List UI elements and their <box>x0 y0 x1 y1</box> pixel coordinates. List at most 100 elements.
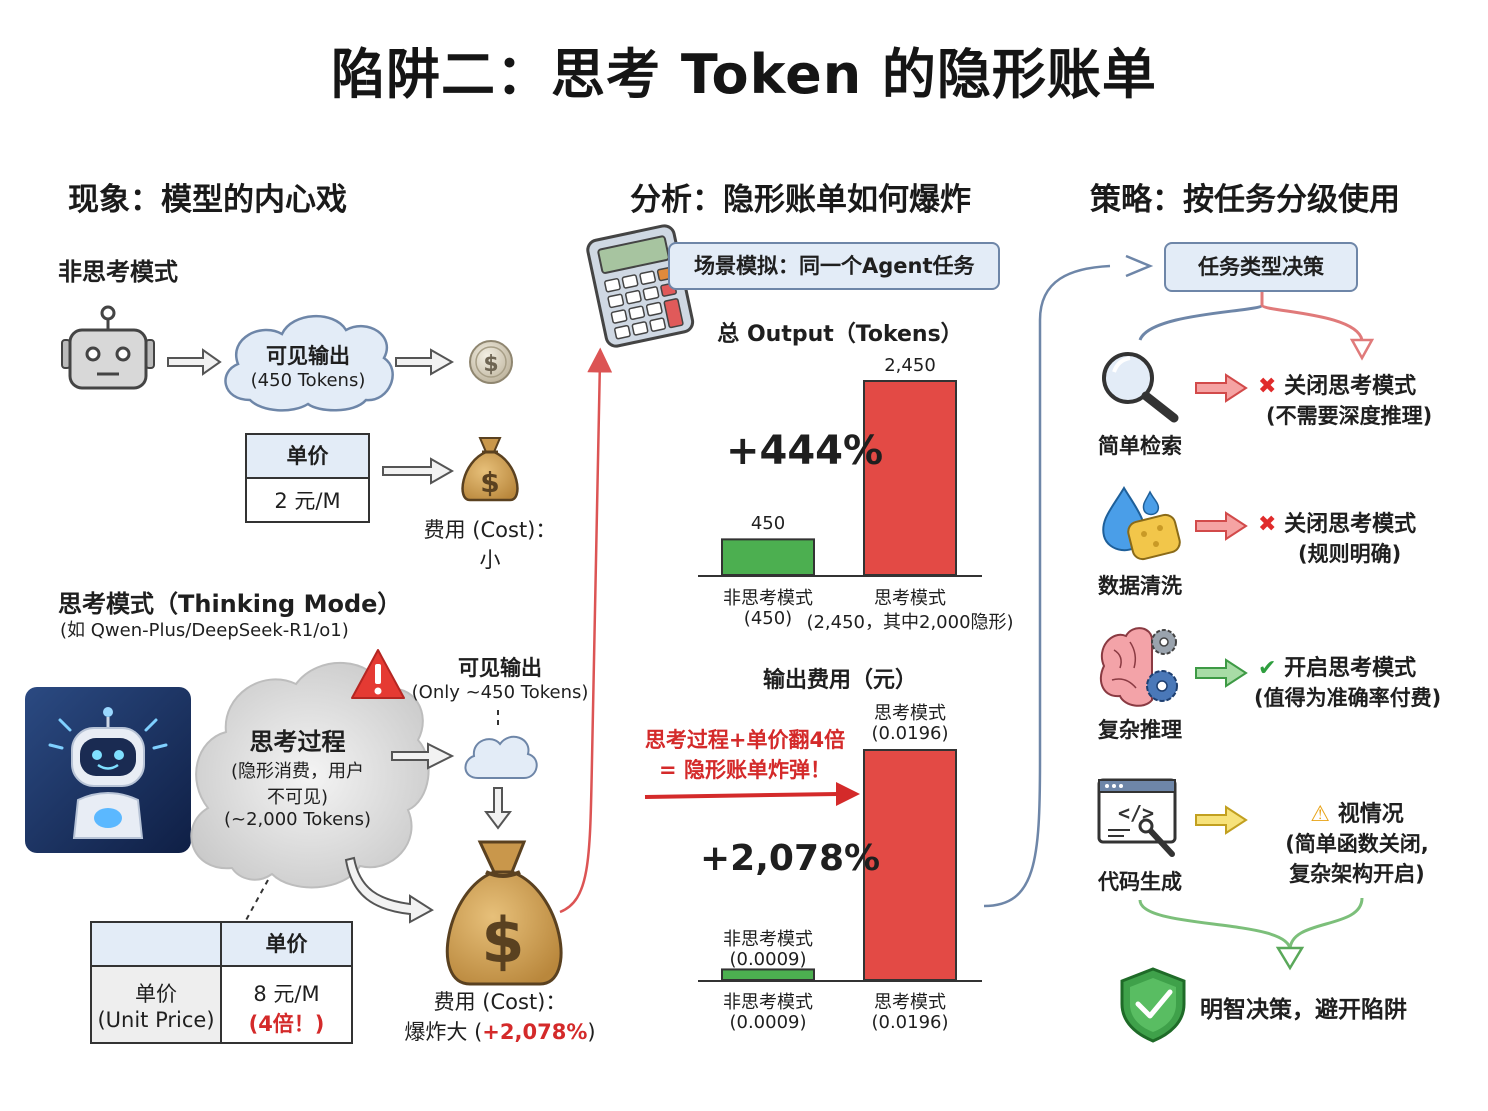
output-cloud <box>224 315 394 412</box>
unit-price-en: (Unit Price) <box>97 1008 215 1032</box>
visible-title: 可见输出 <box>458 656 542 680</box>
price-header: 单价 <box>247 435 368 479</box>
chart1-value-label: 2,450 <box>884 355 936 376</box>
strategy-item: ✖ 关闭思考模式 (不需要深度推理) <box>1258 368 1468 430</box>
thinking-mode-sublabel: (如 Qwen-Plus/DeepSeek-R1/o1) <box>60 620 349 641</box>
money-bag-small-icon: $ <box>461 437 519 502</box>
chart1-bar-1 <box>863 380 957 576</box>
price-value: 2 元/M <box>274 489 341 513</box>
flow-arrow-red <box>559 347 613 914</box>
chart1-percent: +444% <box>726 428 884 474</box>
section-heading-analysis: 分析：隐形账单如何爆炸 <box>630 182 971 218</box>
chart1-title: 总 Output（Tokens） <box>717 322 963 347</box>
thinking-process-text: 思考过程 (隐形消费，用户 不可见) (~2,000 Tokens) <box>210 722 385 830</box>
cloud-line-2: (450 Tokens) <box>250 370 366 391</box>
coin-icon: $ <box>469 340 513 384</box>
flow-arrow-blue <box>983 264 1111 908</box>
chart2-percent: +2,078% <box>700 838 881 879</box>
strategy-text: 开启思考模式 <box>1284 656 1417 681</box>
task-label: 复杂推理 <box>1098 718 1182 742</box>
x-mark-icon: ✖ <box>1258 512 1277 537</box>
strategy-line-1: ✖ 关闭思考模式 <box>1258 368 1468 400</box>
chart2-bar-1 <box>863 749 957 981</box>
chart2-value-label-title: 思考模式 <box>874 703 946 724</box>
strategy-text: 关闭思考模式 <box>1284 374 1417 399</box>
dashed-connector <box>244 879 269 923</box>
table-right-cell: 8 元/M (4倍！) <box>221 978 352 1038</box>
chart2-category-note: (0.0009) <box>729 1012 807 1033</box>
warning-mark-icon: ⚠ <box>1310 802 1331 827</box>
brain-gears-icon <box>1099 627 1178 707</box>
task-label: 简单检索 <box>1098 434 1182 458</box>
svg-text:$: $ <box>481 904 524 977</box>
table-left-cell: 单价 (Unit Price) <box>91 978 221 1032</box>
chart2-bar-0 <box>721 968 815 982</box>
strategy-line-1: ✖ 关闭思考模式 <box>1258 506 1468 538</box>
unit-price-zh: 单价 <box>135 982 177 1006</box>
strategy-line-1: ✔ 开启思考模式 <box>1258 650 1478 682</box>
nonthinking-cost: 费用 (Cost)： 小 <box>400 514 580 574</box>
branch-arrow-blue <box>1138 292 1264 341</box>
cloud-line-1: 可见输出 <box>266 344 350 368</box>
cost-value: 爆炸大 (+2,078%) <box>390 1016 610 1046</box>
robot-icon <box>61 305 155 390</box>
cost-label: 费用 (Cost)： <box>423 518 557 542</box>
price-table <box>90 921 353 1044</box>
visible-output-text: 可见输出 (450 Tokens) <box>240 340 376 391</box>
cost-percent: +2,078% <box>482 1020 588 1044</box>
water-sponge-icon <box>1102 486 1181 561</box>
cost-label: 费用 (Cost)： <box>433 990 567 1014</box>
branch-arrow-red <box>1260 292 1364 341</box>
small-output-cloud <box>464 735 538 779</box>
strategy-line-3: 复杂架构开启) <box>1289 862 1425 886</box>
cost-suffix: ) <box>587 1020 596 1044</box>
process-line-4: (~2,000 Tokens) <box>224 809 371 830</box>
nonthinking-price-box: 单价 2 元/M <box>245 433 370 523</box>
process-title: 思考过程 <box>249 728 346 756</box>
chart1-value-label: 450 <box>750 513 786 534</box>
check-mark-icon: ✔ <box>1258 656 1277 681</box>
chart1-category-note: (2,450，其中2,000隐形) <box>806 612 1014 633</box>
chart2-category: 非思考模式 <box>723 992 813 1013</box>
scenario-pill: 场景模拟：同一个Agent任务 <box>668 242 1000 290</box>
status-arrow <box>1195 373 1248 835</box>
merge-arrow <box>1288 897 1364 951</box>
arrow-head <box>1275 946 1305 971</box>
task-label: 数据清洗 <box>1098 574 1182 598</box>
merge-arrow <box>1138 899 1292 951</box>
chart1-category: 非思考模式 <box>723 588 813 609</box>
warning-icon <box>351 649 405 699</box>
cost-value: 小 <box>479 548 501 572</box>
thinking-cost: 费用 (Cost)： 爆炸大 (+2,078%) <box>390 986 610 1046</box>
code-window-icon: </> <box>1097 778 1177 857</box>
warning-text: 思考过程+单价翻4倍 = 隐形账单炸弹！ <box>630 724 860 784</box>
chart1-category-note: (450) <box>743 608 793 629</box>
arrow-head <box>1349 338 1375 361</box>
shield-check-icon <box>1120 967 1186 1043</box>
process-line-3: 不可见) <box>266 787 329 808</box>
chart2-category: 思考模式 <box>874 992 946 1013</box>
chart2-category-note: (0.0196) <box>871 1012 949 1033</box>
conclusion-text: 明智决策，避开陷阱 <box>1200 997 1407 1023</box>
strategy-line-2: (不需要深度推理) <box>1266 404 1433 428</box>
magnifier-icon <box>1102 352 1179 423</box>
strategy-text: 视情况 <box>1337 802 1404 827</box>
strategy-line-2: (值得为准确率付费) <box>1254 686 1442 710</box>
thinking-price: 8 元/M <box>253 982 320 1006</box>
strategy-item: ⚠ 视情况 (简单函数关闭, 复杂架构开启) <box>1262 796 1452 888</box>
arrow-head <box>1125 254 1154 278</box>
strategy-text: 关闭思考模式 <box>1284 512 1417 537</box>
strategy-line-2: (简单函数关闭, <box>1285 832 1429 856</box>
thinking-mode-label: 思考模式（Thinking Mode） <box>58 590 402 618</box>
decision-box: 任务类型决策 <box>1164 242 1358 292</box>
chart2-title: 输出费用（元） <box>762 668 917 693</box>
strategy-line-2: (规则明确) <box>1298 542 1402 566</box>
strategy-item: ✖ 关闭思考模式 (规则明确) <box>1258 506 1468 568</box>
flow-arrow <box>344 742 512 924</box>
table-header: 单价 <box>265 932 308 956</box>
process-line-2: (隐形消费，用户 <box>230 761 365 782</box>
warning-arrow <box>644 782 860 806</box>
flow-arrow <box>167 348 455 485</box>
svg-text:$: $ <box>480 466 499 499</box>
